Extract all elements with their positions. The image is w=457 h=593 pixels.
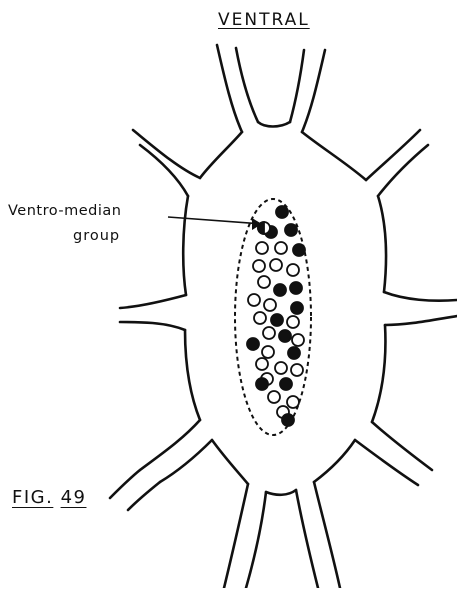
cell-hollow xyxy=(258,276,270,288)
cell-filled xyxy=(282,414,294,426)
cell-half-shaded xyxy=(258,222,270,234)
mid-right-process xyxy=(385,316,457,325)
cell-hollow xyxy=(270,259,282,271)
cell-hollow xyxy=(256,242,268,254)
cell-filled xyxy=(293,244,305,256)
cell-filled xyxy=(256,378,268,390)
top-right-process xyxy=(302,50,325,132)
cell-hollow xyxy=(291,364,303,376)
top-left-process-inner xyxy=(236,48,258,122)
body-left-bottom xyxy=(212,440,248,484)
upper-left-process xyxy=(133,130,200,178)
figure-prefix: FIG. xyxy=(12,487,53,508)
callout-arrow-line xyxy=(168,217,262,224)
cell-outline xyxy=(110,45,457,588)
cell-filled xyxy=(291,302,303,314)
figure-number: 49 xyxy=(61,487,87,508)
body-left-upper xyxy=(200,132,242,178)
cell-filled xyxy=(271,314,283,326)
cell-filled xyxy=(288,347,300,359)
bottom-right-process-inner xyxy=(314,482,340,588)
bottom-left-process-inner xyxy=(246,492,266,588)
body-right-upper xyxy=(302,132,366,180)
top-right-process-inner xyxy=(290,50,304,122)
body-right-bottom xyxy=(314,440,355,482)
orientation-title: VENTRAL xyxy=(218,10,310,30)
upper-right-process-inner xyxy=(366,130,420,180)
cell-filled xyxy=(280,378,292,390)
group-label-line1: Ventro-median xyxy=(8,203,121,219)
cell-hollow xyxy=(275,362,287,374)
group-label-line2: group xyxy=(73,228,120,244)
lower-left-tail xyxy=(110,470,140,498)
mid-right-process-inner xyxy=(384,292,457,301)
neuron-cells xyxy=(247,206,305,426)
upper-left-process-inner xyxy=(140,145,188,196)
lower-left-process-inner xyxy=(160,440,212,482)
lower-left-process xyxy=(140,420,200,470)
cell-hollow xyxy=(268,391,280,403)
cell-filled xyxy=(285,224,297,236)
cell-hollow xyxy=(287,396,299,408)
bottom-left-process xyxy=(224,484,248,588)
cell-hollow xyxy=(263,327,275,339)
cell-hollow xyxy=(264,299,276,311)
top-notch xyxy=(258,122,290,127)
cell-filled xyxy=(276,206,288,218)
body-right-lower xyxy=(372,325,385,422)
body-left-middle xyxy=(183,196,188,295)
cell-filled xyxy=(274,284,286,296)
cell-filled xyxy=(247,338,259,350)
cell-hollow xyxy=(287,316,299,328)
lower-right-process-inner xyxy=(372,422,432,470)
cell-hollow xyxy=(292,334,304,346)
body-right-middle xyxy=(378,196,386,292)
cell-filled xyxy=(290,282,302,294)
cell-hollow xyxy=(275,242,287,254)
figure-label: FIG. 49 xyxy=(12,487,86,508)
cell-hollow xyxy=(256,358,268,370)
body-left-lower xyxy=(185,330,200,420)
cell-half-shaded-fill xyxy=(258,222,264,234)
lower-right-process xyxy=(355,440,418,485)
cell-hollow xyxy=(253,260,265,272)
cell-hollow xyxy=(254,312,266,324)
mid-left-process-inner xyxy=(120,322,185,330)
cell-hollow xyxy=(287,264,299,276)
callout-arrow xyxy=(168,217,262,230)
bottom-right-process xyxy=(296,490,318,588)
cell-filled xyxy=(279,330,291,342)
cell-hollow xyxy=(262,346,274,358)
upper-right-process xyxy=(378,145,428,196)
bottom-notch xyxy=(266,490,296,495)
mid-left-process xyxy=(120,295,186,308)
cell-hollow xyxy=(248,294,260,306)
lower-left-tail-inner xyxy=(128,482,160,510)
